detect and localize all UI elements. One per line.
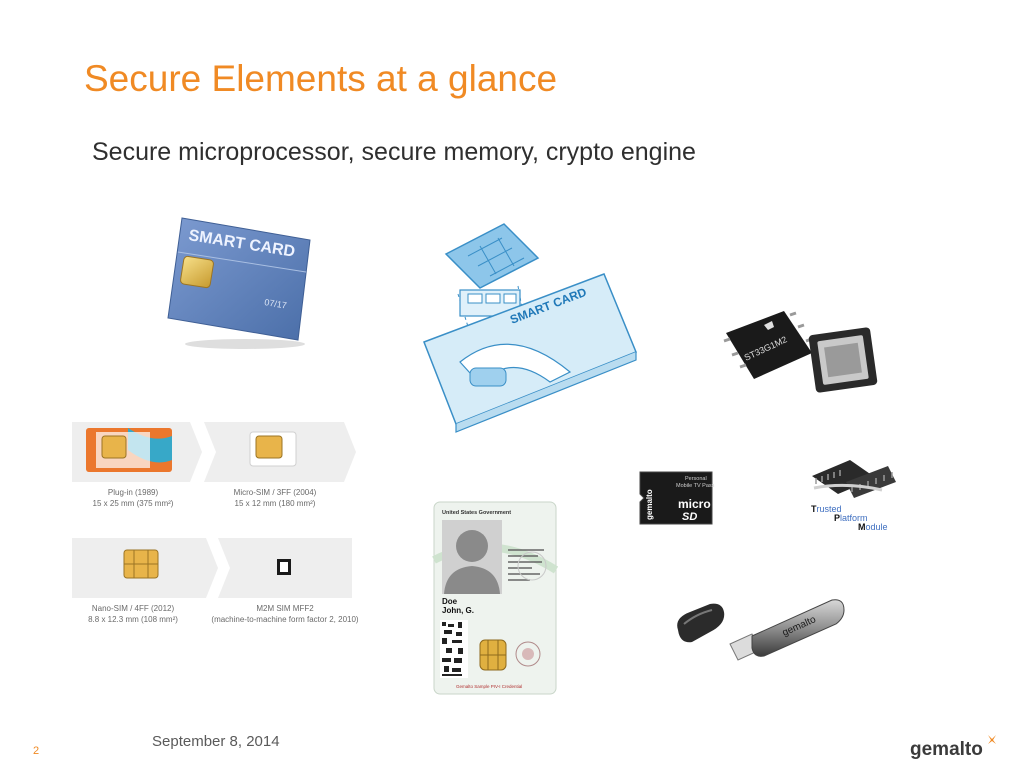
sim-formats-image (72, 420, 362, 625)
sim-caption-plugin: Plug-in (1989)15 x 25 mm (375 mm²) (92, 488, 174, 508)
slide-title: Secure Elements at a glance (84, 58, 558, 99)
microsd-line2: Mobile TV Pass (676, 483, 715, 489)
id-card-header: United States Government (442, 510, 511, 516)
id-card-surname: Doe (442, 597, 458, 606)
id-card-given: John, G. (442, 606, 474, 615)
tpm-platform: Platform (834, 513, 868, 523)
id-card-image: United States Government Doe John, G. Ge… (432, 501, 558, 695)
usb-token-image: gemalto (677, 599, 845, 661)
bullet-text: Secure microprocessor, secure memory, cr… (92, 138, 696, 166)
microsd-sd-logo: SD (682, 511, 697, 523)
tpm-module: Module (858, 522, 888, 532)
sim-caption-nano: Nano-SIM / 4FF (2012)8.8 x 12.3 mm (108 … (88, 604, 178, 624)
microsd-card-image: Personal Mobile TV Pass gemalto micro SD (639, 471, 715, 525)
microsd-micro: micro (678, 497, 711, 511)
smart-card-diagram-image: SMART CARD (423, 223, 637, 433)
bullet-item: Secure microprocessor, secure memory, cr… (84, 138, 696, 167)
smart-card-image: SMART CARD 07/17 (167, 217, 311, 349)
microsd-line1: Personal (685, 476, 707, 482)
microsd-brand: gemalto (645, 489, 654, 520)
page-number: 2 (33, 745, 40, 757)
sim-caption-micro: Micro-SIM / 3FF (2004)15 x 12 mm (180 mm… (233, 488, 317, 508)
svg-text:gemalto: gemalto (910, 739, 983, 760)
secure-element-chip-image: ST33G1M2 (723, 311, 878, 393)
id-card-footer: Gemalto Sample PIV-I Credential (456, 684, 522, 689)
gemalto-logo: gemalto (910, 735, 996, 760)
footer-date: September 8, 2014 (152, 733, 280, 750)
tpm-trusted: Trusted (811, 504, 842, 514)
smart-card-expiry: 07/17 (264, 297, 288, 310)
tpm-image: Trusted Platform Module (811, 460, 896, 532)
sim-caption-m2m: M2M SIM MFF2(machine-to-machine form fac… (211, 604, 359, 624)
